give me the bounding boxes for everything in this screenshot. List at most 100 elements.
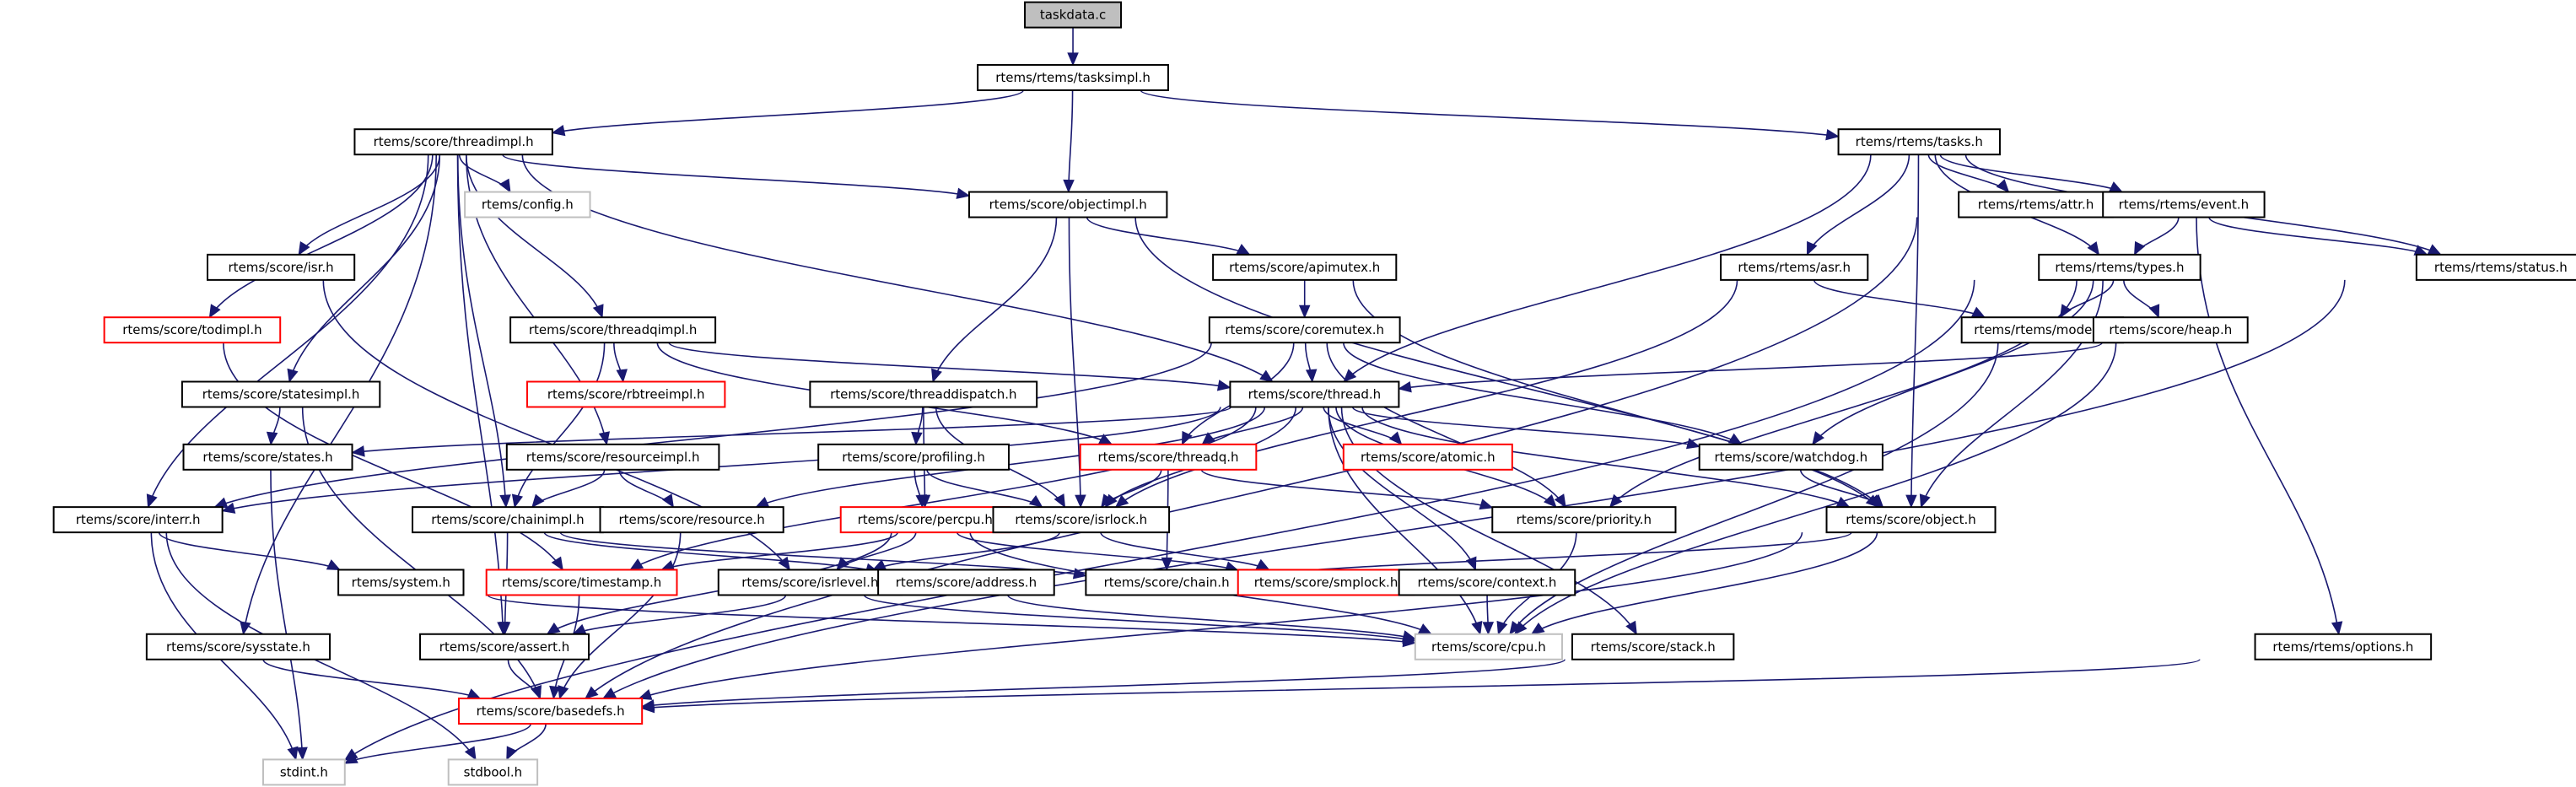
graph-node-assert[interactable]: rtems/score/assert.h bbox=[419, 633, 590, 660]
node-box[interactable] bbox=[182, 443, 353, 471]
node-box[interactable] bbox=[968, 191, 1168, 218]
graph-node-taskdata[interactable]: taskdata.c bbox=[1024, 1, 1123, 29]
node-box[interactable] bbox=[181, 380, 381, 408]
graph-node-stdbool[interactable]: stdbool.h bbox=[447, 758, 539, 786]
graph-node-isrlock[interactable]: rtems/score/isrlock.h bbox=[992, 506, 1171, 534]
node-box[interactable] bbox=[464, 191, 591, 218]
graph-node-isrlevel[interactable]: rtems/score/isrlevel.h bbox=[717, 569, 903, 596]
graph-node-options[interactable]: rtems/rtems/options.h bbox=[2254, 633, 2433, 660]
node-box[interactable] bbox=[717, 569, 903, 596]
graph-node-percpu[interactable]: rtems/score/percpu.h bbox=[839, 506, 1010, 534]
edge-address-to-cpu bbox=[1007, 594, 1415, 640]
graph-node-states[interactable]: rtems/score/states.h bbox=[182, 443, 353, 471]
node-box[interactable] bbox=[992, 506, 1171, 534]
graph-node-stack[interactable]: rtems/score/stack.h bbox=[1571, 633, 1735, 660]
graph-node-stdint[interactable]: stdint.h bbox=[261, 758, 346, 786]
graph-node-todimpl[interactable]: rtems/score/todimpl.h bbox=[103, 316, 282, 344]
graph-node-rbtreeimpl[interactable]: rtems/score/rbtreeimpl.h bbox=[525, 380, 726, 408]
node-box[interactable] bbox=[1212, 253, 1398, 281]
node-box[interactable] bbox=[1491, 506, 1677, 534]
graph-node-threadq[interactable]: rtems/score/threadq.h bbox=[1079, 443, 1258, 471]
node-box[interactable] bbox=[1208, 316, 1401, 344]
graph-node-timestamp[interactable]: rtems/score/timestamp.h bbox=[485, 569, 678, 596]
node-box[interactable] bbox=[1720, 253, 1869, 281]
graph-node-threadimpl[interactable]: rtems/score/threadimpl.h bbox=[353, 128, 553, 156]
graph-node-types[interactable]: rtems/rtems/types.h bbox=[2038, 253, 2201, 281]
node-box[interactable] bbox=[817, 443, 1010, 471]
node-box[interactable] bbox=[412, 506, 604, 534]
node-box[interactable] bbox=[485, 569, 678, 596]
graph-node-system[interactable]: rtems/system.h bbox=[337, 569, 465, 596]
node-box[interactable] bbox=[2038, 253, 2201, 281]
node-box[interactable] bbox=[509, 316, 717, 344]
graph-node-watchdog[interactable]: rtems/score/watchdog.h bbox=[1698, 443, 1883, 471]
node-box[interactable] bbox=[1698, 443, 1883, 471]
node-box[interactable] bbox=[419, 633, 590, 660]
graph-node-coremutex[interactable]: rtems/score/coremutex.h bbox=[1208, 316, 1401, 344]
node-box[interactable] bbox=[1085, 569, 1248, 596]
node-box[interactable] bbox=[1398, 569, 1576, 596]
graph-node-atomic[interactable]: rtems/score/atomic.h bbox=[1342, 443, 1513, 471]
node-box[interactable] bbox=[103, 316, 282, 344]
graph-node-objectimpl[interactable]: rtems/score/objectimpl.h bbox=[968, 191, 1168, 218]
node-box[interactable] bbox=[1342, 443, 1513, 471]
node-box[interactable] bbox=[337, 569, 465, 596]
node-box[interactable] bbox=[877, 569, 1055, 596]
node-box[interactable] bbox=[1079, 443, 1258, 471]
node-box[interactable] bbox=[2254, 633, 2433, 660]
node-box[interactable] bbox=[977, 63, 1169, 91]
node-box[interactable] bbox=[839, 506, 1010, 534]
graph-node-asr[interactable]: rtems/rtems/asr.h bbox=[1720, 253, 1869, 281]
graph-node-chain[interactable]: rtems/score/chain.h bbox=[1085, 569, 1248, 596]
graph-node-interr[interactable]: rtems/score/interr.h bbox=[52, 506, 224, 534]
node-box[interactable] bbox=[1024, 1, 1123, 29]
graph-node-sysstate[interactable]: rtems/score/sysstate.h bbox=[145, 633, 331, 660]
graph-node-smplock[interactable]: rtems/score/smplock.h bbox=[1237, 569, 1415, 596]
node-box[interactable] bbox=[261, 758, 346, 786]
graph-node-profiling[interactable]: rtems/score/profiling.h bbox=[817, 443, 1010, 471]
node-box[interactable] bbox=[1229, 380, 1400, 408]
graph-node-thread[interactable]: rtems/score/thread.h bbox=[1229, 380, 1400, 408]
graph-node-object[interactable]: rtems/score/object.h bbox=[1825, 506, 1997, 534]
node-box[interactable] bbox=[2415, 253, 2576, 281]
node-box[interactable] bbox=[1825, 506, 1997, 534]
graph-node-apimutex[interactable]: rtems/score/apimutex.h bbox=[1212, 253, 1398, 281]
graph-node-tasksimpl[interactable]: rtems/rtems/tasksimpl.h bbox=[977, 63, 1169, 91]
graph-node-config[interactable]: rtems/config.h bbox=[464, 191, 591, 218]
graph-node-address[interactable]: rtems/score/address.h bbox=[877, 569, 1055, 596]
node-box[interactable] bbox=[2092, 316, 2249, 344]
node-box[interactable] bbox=[207, 253, 356, 281]
graph-node-priority[interactable]: rtems/score/priority.h bbox=[1491, 506, 1677, 534]
node-box[interactable] bbox=[599, 506, 784, 534]
node-box[interactable] bbox=[52, 506, 224, 534]
graph-node-basedefs[interactable]: rtems/score/basedefs.h bbox=[457, 698, 644, 725]
node-box[interactable] bbox=[145, 633, 331, 660]
node-box[interactable] bbox=[1414, 633, 1563, 660]
graph-node-chainimpl[interactable]: rtems/score/chainimpl.h bbox=[412, 506, 604, 534]
node-box[interactable] bbox=[809, 380, 1038, 408]
node-box[interactable] bbox=[447, 758, 539, 786]
graph-node-cpu[interactable]: rtems/score/cpu.h bbox=[1414, 633, 1563, 660]
node-box[interactable] bbox=[1837, 128, 2001, 156]
node-box[interactable] bbox=[505, 443, 720, 471]
graph-node-tasks[interactable]: rtems/rtems/tasks.h bbox=[1837, 128, 2001, 156]
graph-node-attr[interactable]: rtems/rtems/attr.h bbox=[1958, 191, 2114, 218]
graph-node-threadqimpl[interactable]: rtems/score/threadqimpl.h bbox=[509, 316, 717, 344]
node-box[interactable] bbox=[1958, 191, 2114, 218]
node-box[interactable] bbox=[2102, 191, 2266, 218]
graph-node-event[interactable]: rtems/rtems/event.h bbox=[2102, 191, 2266, 218]
graph-node-threaddispatch[interactable]: rtems/score/threaddispatch.h bbox=[809, 380, 1038, 408]
node-box[interactable] bbox=[457, 698, 644, 725]
graph-node-statesimpl[interactable]: rtems/score/statesimpl.h bbox=[181, 380, 381, 408]
graph-node-isr[interactable]: rtems/score/isr.h bbox=[207, 253, 356, 281]
node-box[interactable] bbox=[1571, 633, 1735, 660]
edge-tasks-to-event bbox=[1939, 154, 2123, 193]
node-box[interactable] bbox=[353, 128, 553, 156]
graph-node-heap[interactable]: rtems/score/heap.h bbox=[2092, 316, 2249, 344]
graph-node-context[interactable]: rtems/score/context.h bbox=[1398, 569, 1576, 596]
graph-node-status[interactable]: rtems/rtems/status.h bbox=[2415, 253, 2576, 281]
graph-node-resourceimpl[interactable]: rtems/score/resourceimpl.h bbox=[505, 443, 720, 471]
graph-node-resource[interactable]: rtems/score/resource.h bbox=[599, 506, 784, 534]
arrowhead-icon bbox=[213, 497, 229, 509]
node-box[interactable] bbox=[525, 380, 726, 408]
